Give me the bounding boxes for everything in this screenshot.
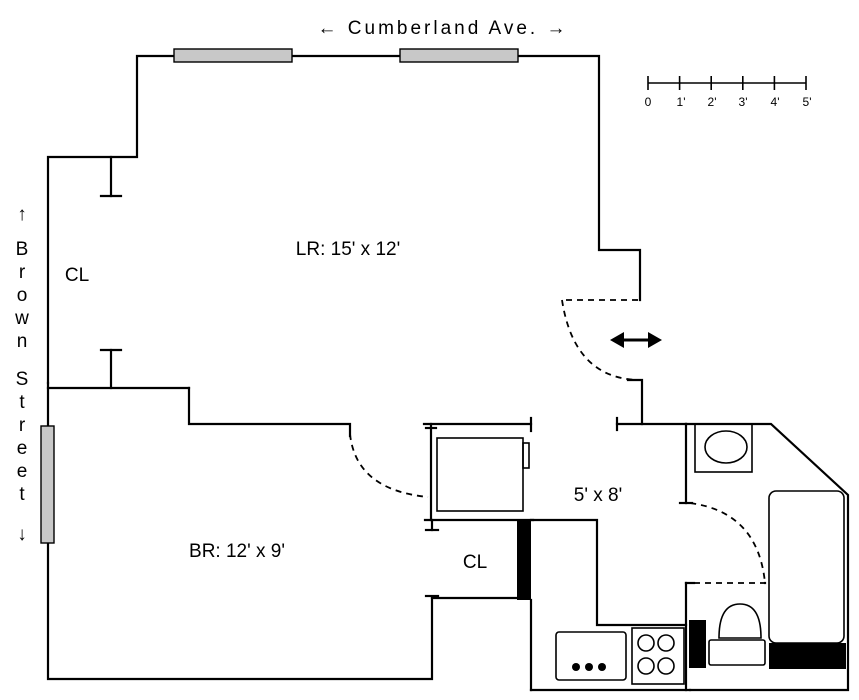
bathroom bbox=[678, 422, 850, 692]
street-left-letter: B bbox=[16, 239, 29, 260]
scale-tick-label: 1' bbox=[677, 95, 686, 109]
scale-tick-label: 4' bbox=[771, 95, 780, 109]
scale-tick-label: 2' bbox=[708, 95, 717, 109]
bathroom-sink bbox=[694, 423, 753, 473]
entry-door-swing bbox=[561, 299, 639, 381]
bathtub bbox=[768, 490, 845, 644]
street-left-letter: t bbox=[19, 392, 25, 413]
scale-tick-label: 0 bbox=[645, 95, 652, 109]
scale-tick-label: 5' bbox=[803, 95, 812, 109]
room-label-bedroom: BR: 12' x 9' bbox=[189, 541, 285, 562]
closet-bottom-walls bbox=[424, 518, 531, 600]
double-arrow-icon bbox=[610, 332, 662, 348]
exterior-walls bbox=[46, 54, 642, 681]
stove bbox=[631, 627, 685, 685]
bedroom-wall bbox=[187, 386, 352, 438]
closet-stubs bbox=[99, 155, 123, 390]
scale-bar: 0 1' 2' 3' 4' 5' bbox=[645, 76, 812, 109]
street-left-arrow-down: ↓ bbox=[17, 524, 27, 545]
street-left-letter: t bbox=[19, 484, 25, 505]
street-left-arrow-up: ↑ bbox=[17, 204, 27, 225]
room-label-living: LR: 15' x 12' bbox=[296, 239, 400, 260]
window-left bbox=[40, 425, 55, 544]
toilet bbox=[708, 603, 766, 666]
street-left-letter: S bbox=[16, 369, 29, 390]
room-label-closet-left: CL bbox=[65, 265, 89, 286]
street-left-letter: r bbox=[19, 262, 26, 283]
window-top-left bbox=[173, 48, 293, 63]
room-label-foyer: 5' x 8' bbox=[574, 485, 622, 506]
scale-tick-label: 3' bbox=[739, 95, 748, 109]
street-left-letter: w bbox=[14, 308, 29, 329]
street-left-letter: e bbox=[17, 438, 28, 459]
room-label-closet-bottom: CL bbox=[463, 552, 487, 573]
street-left-letter: o bbox=[17, 285, 28, 306]
street-label-left: ↑ B r o w n S t r e e t ↓ bbox=[14, 204, 29, 545]
street-label-top: ← Cumberland Ave. → bbox=[318, 18, 569, 39]
street-left-letter: e bbox=[17, 461, 28, 482]
window-top-right bbox=[399, 48, 519, 63]
refrigerator bbox=[422, 416, 535, 522]
kitchen bbox=[529, 518, 692, 692]
bedroom-door-swing bbox=[349, 433, 429, 498]
sink bbox=[555, 631, 627, 681]
street-left-letter: r bbox=[19, 415, 26, 436]
street-left-letter: n bbox=[17, 331, 28, 352]
